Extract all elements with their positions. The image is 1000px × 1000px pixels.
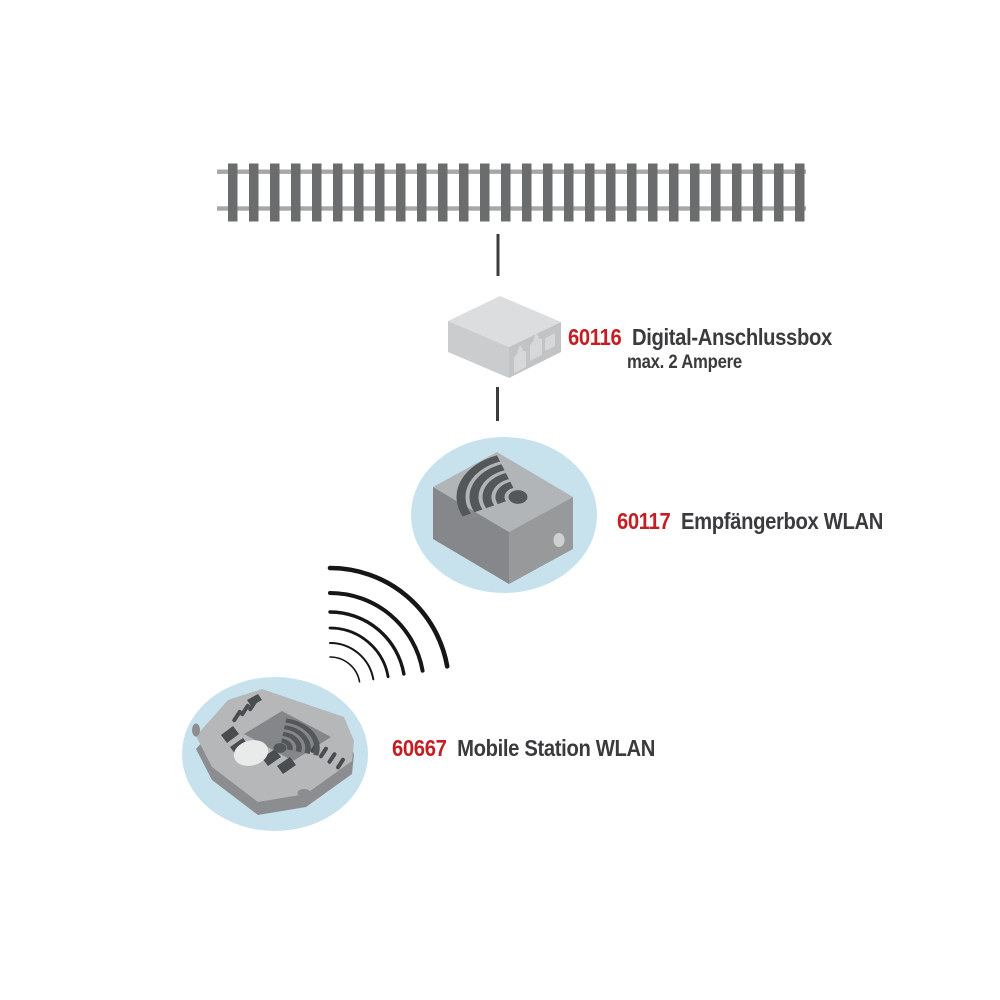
wifi-icon	[273, 718, 320, 756]
box-port-dot	[553, 533, 565, 547]
label-60667: 60667 Mobile Station WLAN	[392, 735, 655, 761]
product-name: Empfängerbox WLAN	[680, 508, 884, 534]
mobile-station-icon	[182, 677, 368, 831]
box-top-face	[448, 296, 561, 347]
track-icon	[217, 163, 816, 222]
label-60116: 60116 Digital-Anschlussbox	[568, 324, 832, 350]
box-right-face	[509, 497, 573, 584]
product-number: 60667	[392, 735, 447, 761]
corner-notch-left	[192, 723, 200, 737]
product-name: Mobile Station WLAN	[457, 735, 656, 761]
wifi-waves-icon	[327, 565, 450, 683]
box-left-face	[433, 487, 509, 584]
vent-slots-left	[232, 698, 258, 723]
device-dial-button	[233, 740, 269, 766]
product-name: Digital-Anschlussbox	[631, 324, 832, 350]
wifi-icon	[456, 455, 528, 517]
wifi-receiver-box-icon	[411, 437, 597, 593]
label-60117: 60117 Empfängerbox WLAN	[617, 508, 883, 534]
product-number: 60116	[568, 324, 622, 350]
connector-line-top	[496, 234, 500, 276]
connector-line-middle	[496, 387, 499, 421]
product-note: max. 2 Ampere	[627, 352, 742, 373]
box-left-face	[448, 321, 509, 378]
connector-box-icon	[448, 296, 561, 378]
product-number: 60117	[617, 508, 671, 534]
corner-notch-bottom	[297, 789, 311, 797]
box-sockets	[514, 332, 555, 374]
rail-ties	[228, 163, 816, 222]
